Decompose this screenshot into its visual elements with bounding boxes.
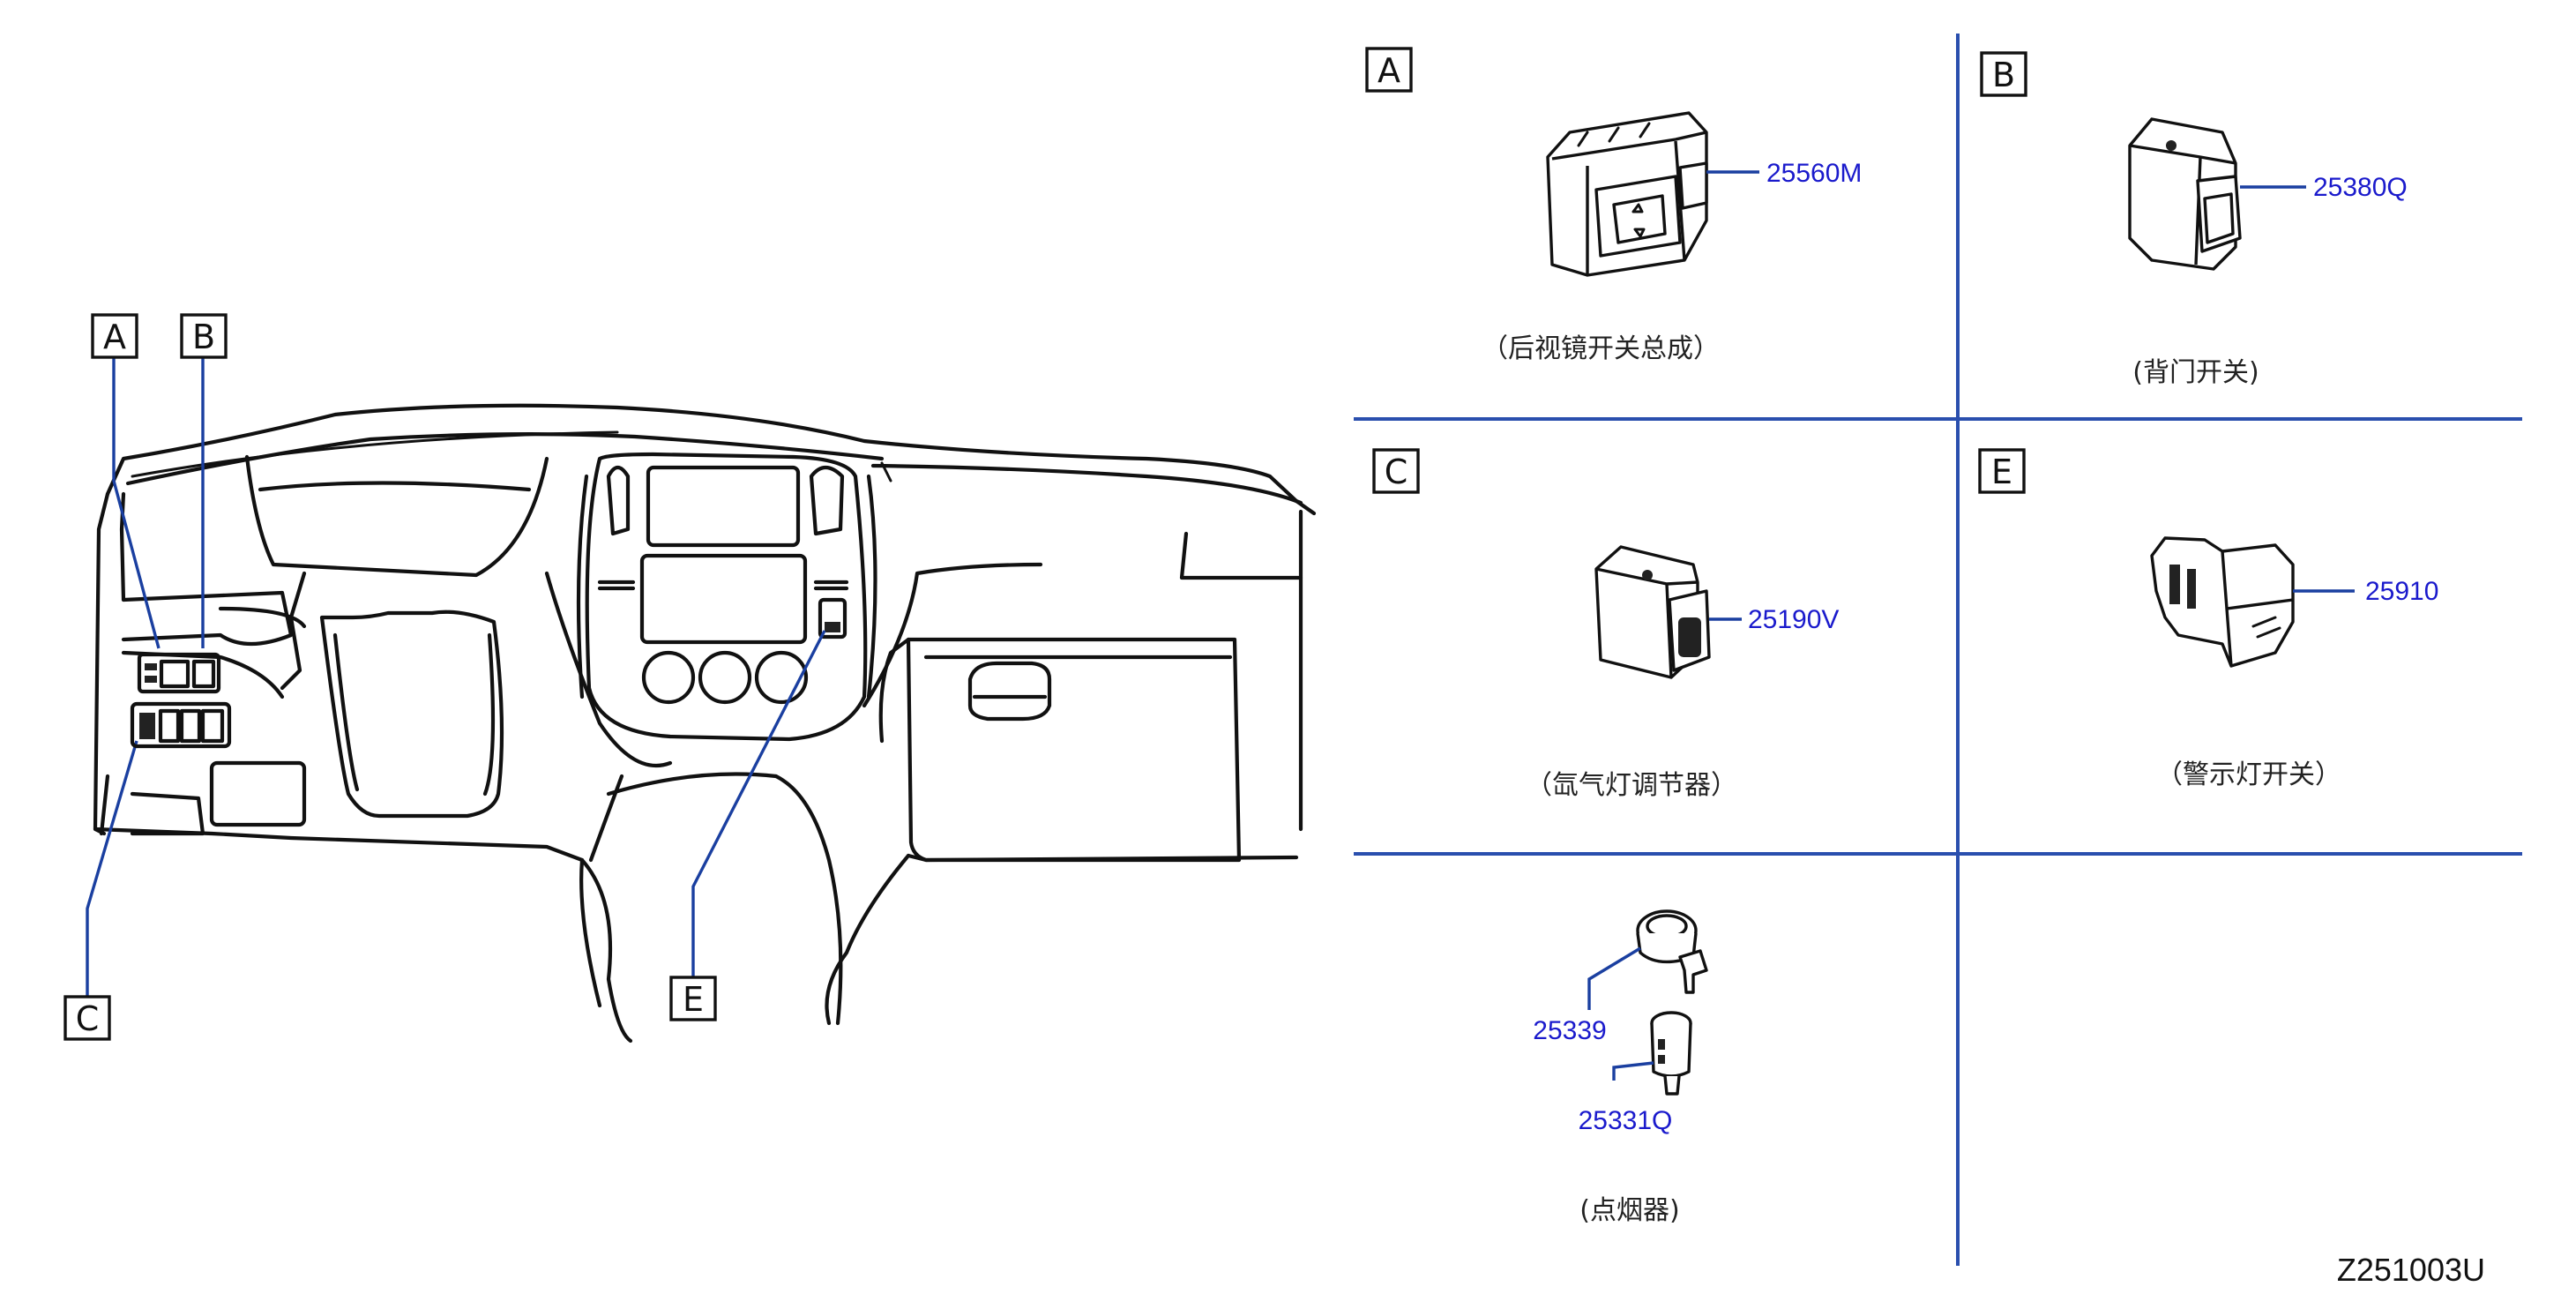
overview-leaders bbox=[86, 357, 826, 997]
panel-a: A 25560M （后视镜开关总成） bbox=[1365, 47, 1862, 364]
lighter-socket-icon bbox=[1636, 909, 1708, 994]
lighter-plug-icon bbox=[1650, 1011, 1692, 1096]
detail-grid-dividers bbox=[1354, 34, 2522, 1266]
overview-callout-e: E bbox=[669, 976, 717, 1021]
panel-b-letter: B bbox=[1992, 56, 2015, 94]
callout-letter-c: C bbox=[76, 999, 100, 1038]
callout-letter-e: E bbox=[683, 980, 704, 1019]
part-number-25560m: 25560M bbox=[1766, 159, 1862, 188]
overview-callout-a: A bbox=[91, 313, 138, 359]
callout-letter-b: B bbox=[192, 318, 215, 356]
hazard-switch-icon bbox=[2150, 536, 2295, 668]
dash-switch-clusters bbox=[130, 652, 232, 749]
panel-e: E 25910 （警示灯开关） bbox=[1978, 448, 2438, 790]
part-number-25190v: 25190V bbox=[1748, 605, 1839, 634]
headlamp-leveler-icon bbox=[1594, 545, 1711, 679]
panel-d-caption: (点烟器) bbox=[1579, 1195, 1679, 1226]
back-door-switch-icon bbox=[2128, 117, 2242, 271]
diagram-code: Z251003U bbox=[2337, 1252, 2485, 1288]
overview-callout-c: C bbox=[63, 995, 111, 1041]
part-number-25331q: 25331Q bbox=[1579, 1106, 1673, 1135]
panel-b: B 25380Q (背门开关) bbox=[1980, 51, 2408, 388]
part-number-25339: 25339 bbox=[1533, 1016, 1606, 1045]
panel-c: C 25190V （氙气灯调节器） bbox=[1372, 448, 1839, 801]
panel-c-letter: C bbox=[1385, 453, 1408, 491]
overview-callout-b: B bbox=[180, 313, 228, 359]
panel-e-caption: （警示灯开关） bbox=[2156, 759, 2341, 790]
dashboard-illustration bbox=[93, 403, 1317, 1043]
callout-letter-a: A bbox=[103, 318, 126, 356]
part-number-25380q: 25380Q bbox=[2313, 173, 2408, 202]
part-number-25910: 25910 bbox=[2365, 577, 2438, 606]
panel-e-letter: E bbox=[1991, 453, 2012, 491]
panel-a-caption: （后视镜开关总成） bbox=[1482, 333, 1720, 364]
panel-c-caption: （氙气灯调节器） bbox=[1526, 770, 1737, 801]
mirror-switch-assembly-icon bbox=[1546, 111, 1708, 277]
panel-a-letter: A bbox=[1378, 51, 1400, 90]
panel-b-caption: (背门开关) bbox=[2132, 357, 2259, 388]
panel-cigar-lighter: 25339 25331Q (点烟器) bbox=[1533, 909, 1708, 1226]
